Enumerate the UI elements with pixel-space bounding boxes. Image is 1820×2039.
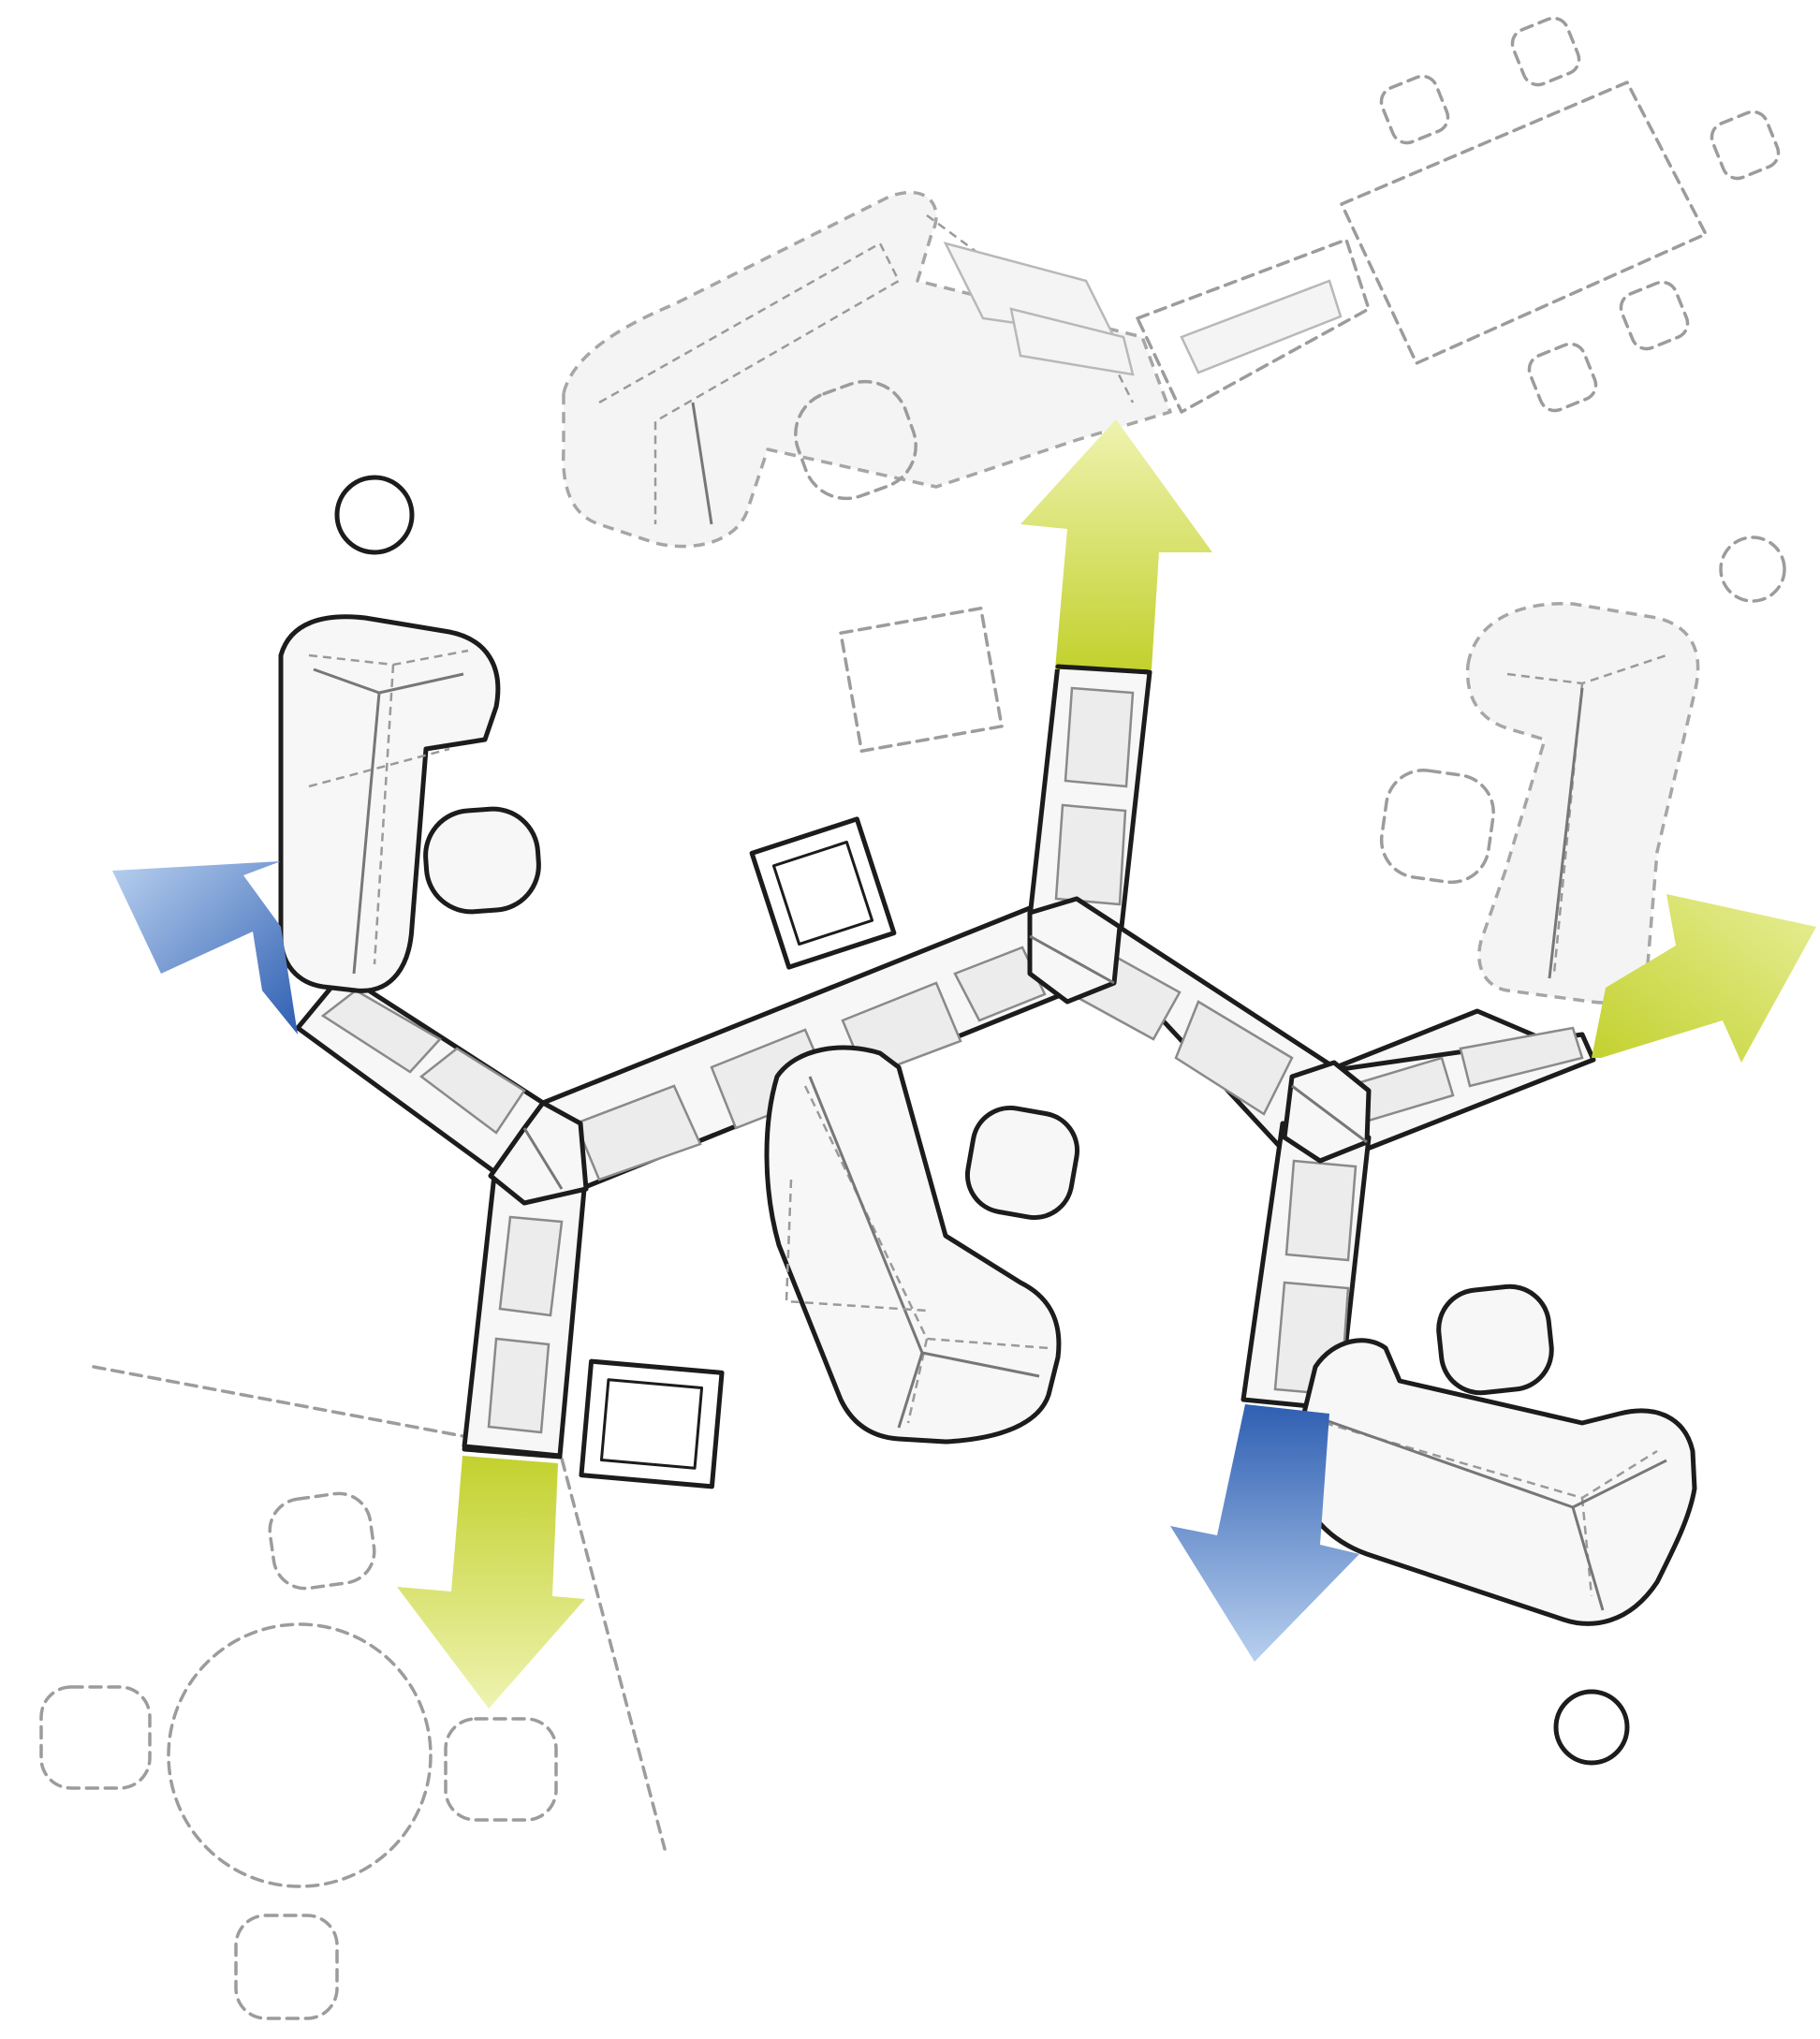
arrow-up xyxy=(1020,419,1212,669)
stool xyxy=(334,475,415,555)
stool xyxy=(1553,1689,1630,1766)
side-table-inner xyxy=(599,1378,704,1470)
chair xyxy=(1510,16,1581,87)
side-table-inner xyxy=(771,840,874,946)
module xyxy=(1174,1000,1294,1116)
chair xyxy=(39,1685,152,1790)
arrow-down-left xyxy=(397,1456,585,1709)
chair xyxy=(1619,280,1690,351)
sofa-top xyxy=(562,190,1172,549)
arrow-right xyxy=(1592,894,1816,1063)
zone-line xyxy=(92,1365,470,1439)
module xyxy=(1459,1026,1584,1088)
zone-line xyxy=(550,1421,667,1851)
ottoman xyxy=(964,1105,1080,1221)
module xyxy=(498,1215,564,1317)
module xyxy=(574,1084,702,1181)
sofa-bottom-right xyxy=(1292,1338,1697,1626)
chair xyxy=(234,1914,339,2020)
arrow-left xyxy=(112,861,298,1034)
ottoman xyxy=(1436,1284,1554,1396)
module xyxy=(1284,1159,1358,1262)
rect-table-group xyxy=(1340,16,1781,413)
module xyxy=(1064,686,1135,788)
round-table xyxy=(167,1622,433,1888)
ottoman xyxy=(1379,769,1495,885)
sofa-left xyxy=(278,614,501,993)
ottoman xyxy=(423,806,541,915)
side-table xyxy=(749,816,897,970)
round-table-group xyxy=(39,1491,558,2020)
module xyxy=(953,946,1047,1022)
stool xyxy=(1719,535,1786,603)
ghost-connector xyxy=(1136,238,1371,414)
chair xyxy=(1527,342,1598,413)
bench-chain xyxy=(295,662,1596,1459)
chair xyxy=(268,1491,376,1591)
sofa-right xyxy=(1465,602,1700,1005)
rect-table xyxy=(1340,81,1708,365)
chair xyxy=(1379,74,1450,145)
sofa-center xyxy=(764,1045,1062,1445)
ottoman xyxy=(794,379,917,501)
arrow-down-right xyxy=(1170,1404,1359,1662)
chair xyxy=(1710,110,1781,181)
module xyxy=(320,989,442,1074)
side-table xyxy=(839,607,1004,753)
module xyxy=(418,1047,526,1135)
chair xyxy=(444,1717,558,1822)
side-table xyxy=(579,1358,725,1489)
module xyxy=(1054,803,1127,906)
module xyxy=(487,1337,550,1434)
